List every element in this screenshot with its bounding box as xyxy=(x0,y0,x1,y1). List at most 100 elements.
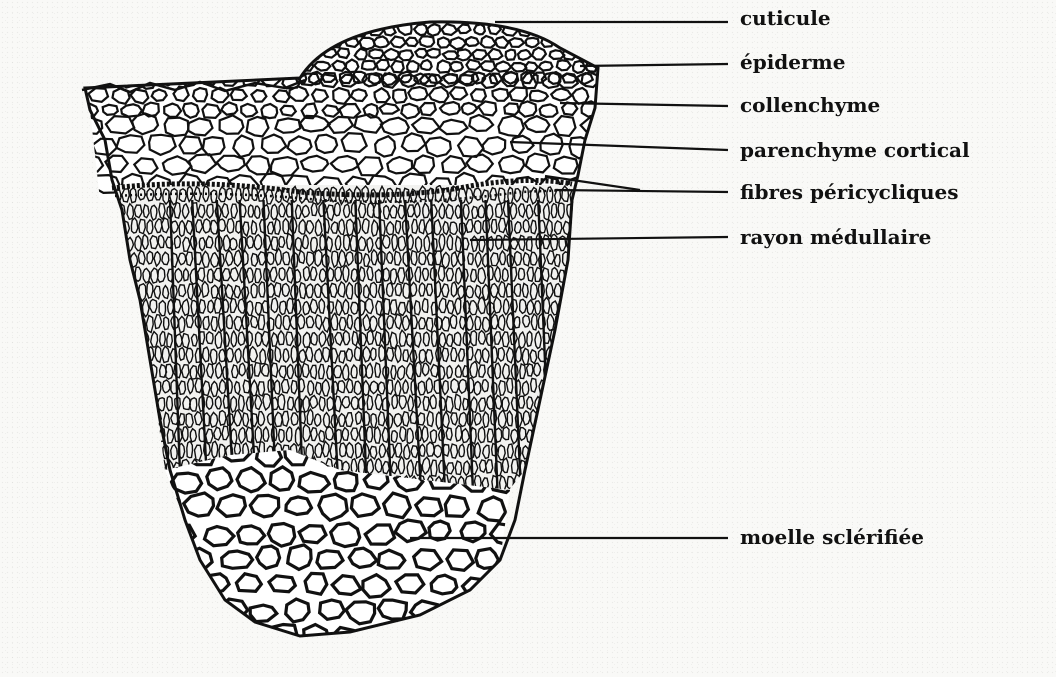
vascular-cell xyxy=(119,238,125,251)
vascular-cell xyxy=(126,428,133,443)
collenchyma-cell xyxy=(81,73,98,87)
vascular-cell xyxy=(136,460,142,475)
vascular-cell xyxy=(550,429,558,442)
vascular-cell xyxy=(114,443,122,457)
vascular-cell xyxy=(162,475,169,490)
pith-cell xyxy=(430,626,460,648)
pith-cell xyxy=(494,629,517,649)
epidermis-cell xyxy=(586,38,600,47)
vascular-cell xyxy=(547,442,552,456)
vascular-cell xyxy=(143,362,149,377)
label-fibres-pericycliques: fibres péricycliques xyxy=(740,180,959,204)
vascular-cell xyxy=(539,410,546,425)
vascular-cell xyxy=(107,478,113,490)
vascular-cell xyxy=(546,476,553,490)
vascular-cell xyxy=(559,459,565,472)
vascular-cell xyxy=(135,492,143,505)
vascular-cell xyxy=(571,316,578,328)
vascular-cell xyxy=(158,460,166,474)
epidermis-cell xyxy=(292,26,304,36)
vascular-cell xyxy=(110,429,117,444)
vascular-cell xyxy=(570,381,577,395)
vascular-cell xyxy=(112,300,118,316)
vascular-cell xyxy=(536,459,542,474)
vascular-cell xyxy=(115,254,122,267)
vascular-cell xyxy=(106,315,114,327)
vascular-cell xyxy=(138,348,144,360)
vascular-cell xyxy=(123,445,130,460)
vascular-cell xyxy=(156,477,162,493)
vascular-cell xyxy=(150,493,157,506)
vascular-cell xyxy=(536,427,542,443)
vascular-cell xyxy=(574,363,581,376)
vascular-cell xyxy=(167,492,174,507)
pith-cell xyxy=(472,600,500,620)
vascular-cell xyxy=(574,428,581,443)
vascular-cell xyxy=(143,428,150,441)
vascular-cell xyxy=(138,414,145,426)
vascular-cell xyxy=(106,445,113,460)
vascular-cell xyxy=(127,330,134,346)
vascular-cell xyxy=(560,430,566,442)
vascular-cell xyxy=(532,446,538,460)
vascular-cell xyxy=(110,365,117,379)
vascular-cell xyxy=(543,427,548,443)
vascular-cell xyxy=(571,284,578,299)
vascular-cell xyxy=(108,220,114,234)
vascular-cell xyxy=(563,380,570,395)
vascular-cell xyxy=(126,461,133,475)
vascular-cell xyxy=(562,413,570,427)
pith-cell xyxy=(465,625,489,648)
vascular-cell xyxy=(112,204,117,221)
vascular-cell xyxy=(575,493,581,506)
vascular-cell xyxy=(111,331,117,346)
vascular-cell xyxy=(143,396,149,410)
vascular-cell xyxy=(111,395,117,408)
vascular-cell xyxy=(555,445,561,460)
vascular-cell xyxy=(554,351,562,362)
vascular-cell xyxy=(116,475,121,490)
vascular-cell xyxy=(566,396,573,412)
vascular-cell xyxy=(571,349,578,362)
vascular-cell xyxy=(118,491,125,508)
vascular-cell xyxy=(127,491,134,505)
pith-cell xyxy=(156,601,181,622)
vascular-cell xyxy=(120,364,126,380)
vascular-cell xyxy=(108,347,114,361)
vascular-cell xyxy=(555,475,561,488)
vascular-cell xyxy=(159,494,165,507)
pith-cell xyxy=(155,550,179,568)
epidermis-cell xyxy=(571,36,585,48)
vascular-cell xyxy=(574,300,580,312)
vascular-cell xyxy=(124,476,131,491)
vascular-cell xyxy=(130,377,137,393)
label-epiderme: épiderme xyxy=(740,50,845,74)
leader-epiderme xyxy=(580,64,728,66)
vascular-cell xyxy=(562,477,569,490)
epidermis-cell xyxy=(535,25,548,35)
outer-tissue-layers xyxy=(75,20,610,205)
vascular-cell xyxy=(124,349,130,363)
vascular-cell xyxy=(567,332,574,346)
vascular-cell xyxy=(550,364,557,379)
vascular-cell xyxy=(551,492,558,506)
pith-cell xyxy=(159,497,181,522)
label-collenchyme: collenchyme xyxy=(740,93,880,117)
vascular-cell xyxy=(146,442,153,456)
vascular-cell xyxy=(554,380,561,394)
parenchyma-cell xyxy=(583,157,607,175)
vascular-cell xyxy=(107,252,112,266)
vascular-cell xyxy=(554,412,561,426)
vascular-cell xyxy=(575,207,581,220)
vascular-cell xyxy=(118,430,125,444)
epidermis-cell xyxy=(550,23,562,36)
vascular-cell xyxy=(567,298,573,312)
vascular-cell xyxy=(123,286,130,299)
pith-cell xyxy=(442,602,472,621)
vascular-cell xyxy=(575,396,581,409)
vascular-cell xyxy=(136,430,142,443)
pith-cell xyxy=(236,630,264,649)
vascular-cell xyxy=(571,476,577,490)
vascular-region xyxy=(100,180,582,510)
vascular-cell xyxy=(530,476,537,489)
